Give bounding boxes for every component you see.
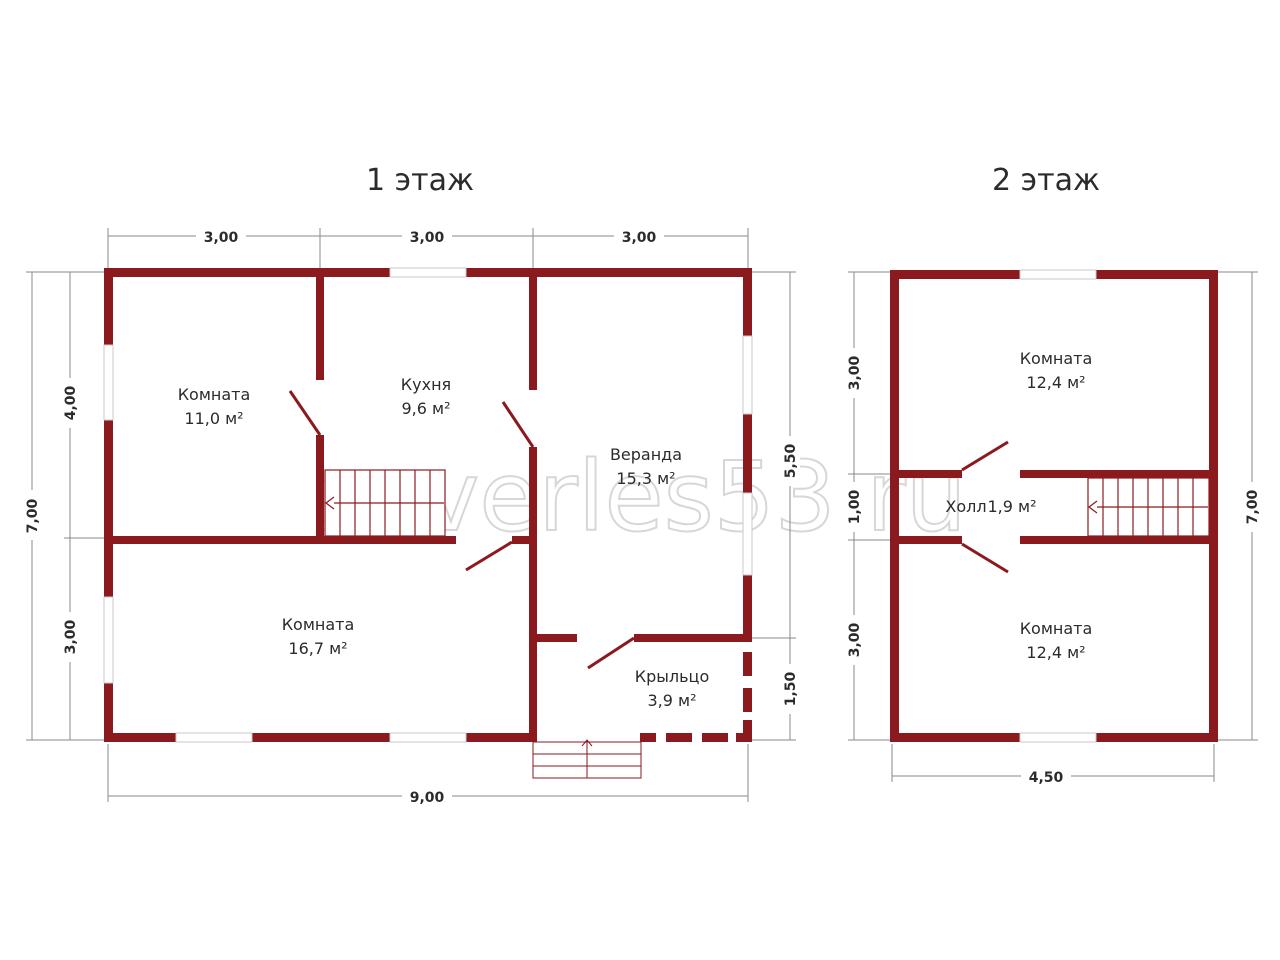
room-area: 16,7 м² <box>288 639 347 658</box>
dim-left-top: 4,00 <box>63 385 79 420</box>
floor1-title: 1 этаж <box>366 163 474 198</box>
room-label: Комната <box>1020 349 1093 368</box>
room-area: 12,4 м² <box>1026 373 1085 392</box>
floor1-room-labels: Комната 11,0 м² Кухня 9,6 м² Веранда 15,… <box>178 375 710 710</box>
room-label: Комната <box>282 615 355 634</box>
room-area: 9,6 м² <box>401 399 450 418</box>
dim-f2-bottom: 4,50 <box>1029 770 1064 786</box>
room-label: Кухня <box>401 375 451 394</box>
floor2-windows <box>1019 269 1097 743</box>
floor1-dimensions: 3,00 3,00 3,00 9,00 7,00 4,00 3,00 <box>22 226 800 806</box>
floor2-plan: 2 этаж 3,00 1,00 3,00 7,00 4,50 <box>844 163 1262 786</box>
room-label: Комната <box>1020 619 1093 638</box>
room-label: Комната <box>178 385 251 404</box>
floor2-doors <box>961 440 1009 574</box>
floor1-doors <box>288 390 635 670</box>
floor2-stairs <box>1087 477 1210 537</box>
dim-f2-left-top: 3,00 <box>847 355 863 390</box>
floor1-stairs <box>324 469 446 537</box>
porch-steps <box>532 739 642 779</box>
dim-left-outer: 7,00 <box>25 498 41 533</box>
floor2-dimensions: 3,00 1,00 3,00 7,00 4,50 <box>844 271 1262 786</box>
room-area: 11,0 м² <box>184 409 243 428</box>
dim-f2-left-mid: 1,00 <box>847 489 863 524</box>
floor1-plan: 1 этаж 3,00 3,00 3,00 9,00 <box>22 163 800 806</box>
dim-top-1: 3,00 <box>204 230 239 246</box>
dim-f2-right: 7,00 <box>1245 489 1261 524</box>
room-label: Крыльцо <box>635 667 709 686</box>
room-area: 15,3 м² <box>616 469 675 488</box>
floor2-title: 2 этаж <box>992 163 1100 198</box>
dim-top-2: 3,00 <box>410 230 445 246</box>
dim-top-3: 3,00 <box>622 230 657 246</box>
room-label: Веранда <box>610 445 682 464</box>
dim-left-bottom: 3,00 <box>63 619 79 654</box>
room-area: 1,9 м² <box>987 497 1036 516</box>
dim-right-bottom: 1,50 <box>783 671 799 706</box>
dim-bottom: 9,00 <box>410 790 445 806</box>
floor2-room-labels: Комната 12,4 м² Холл 1,9 м² Комната 12,4… <box>945 349 1092 662</box>
room-area: 3,9 м² <box>647 691 696 710</box>
floor1-windows <box>103 267 753 743</box>
dim-f2-left-bottom: 3,00 <box>847 622 863 657</box>
room-area: 12,4 м² <box>1026 643 1085 662</box>
dim-right-top: 5,50 <box>783 443 799 478</box>
room-label: Холл <box>945 497 986 516</box>
